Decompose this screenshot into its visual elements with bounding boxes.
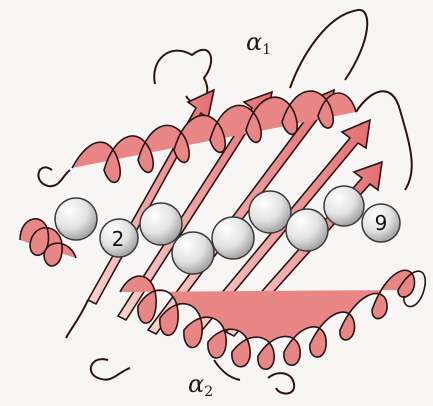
loop-bottom-left — [91, 359, 130, 380]
peptide-residue — [172, 232, 214, 274]
alpha1-greek: α — [246, 28, 262, 56]
peptide-residue — [249, 191, 291, 233]
loop-top-center — [290, 10, 367, 88]
peptide-residue — [324, 186, 364, 226]
alpha1-label: α1 — [246, 30, 271, 57]
peptide-position-2-label: 2 — [103, 227, 133, 251]
peptide-position-9-label: 9 — [366, 211, 396, 235]
strand-tail-left — [66, 300, 88, 338]
alpha2-greek: α — [188, 370, 204, 398]
peptide-residue — [55, 198, 97, 240]
alpha1-sub: 1 — [262, 42, 271, 58]
peptide-residue — [212, 217, 254, 259]
loop-left-curl — [38, 167, 70, 186]
alpha2-sub: 2 — [204, 384, 213, 400]
peptide-residue — [286, 209, 328, 251]
alpha2-label: α2 — [188, 372, 213, 399]
loop-bottom-right — [268, 373, 294, 393]
peptide-residue — [140, 203, 182, 245]
